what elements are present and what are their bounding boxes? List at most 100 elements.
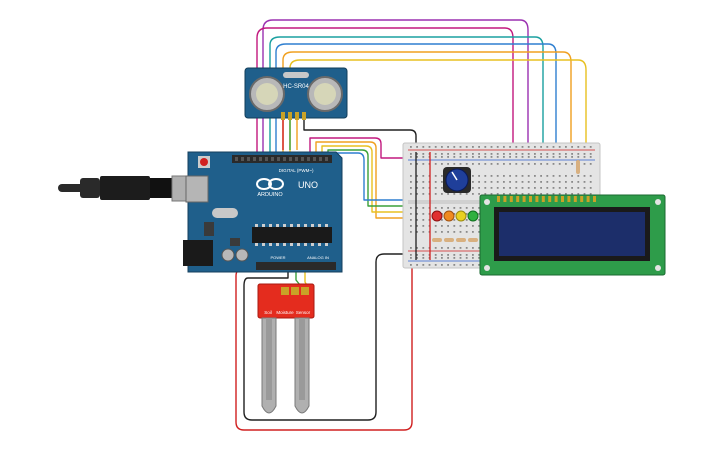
breadboard-hole <box>527 153 530 155</box>
breadboard-hole <box>434 156 437 158</box>
breadboard-hole <box>472 247 474 249</box>
breadboard-hole <box>478 207 480 209</box>
lcd-pin <box>497 196 500 202</box>
breadboard-hole <box>472 264 474 266</box>
power-header-label: POWER <box>270 255 285 260</box>
breadboard-hole <box>546 175 549 177</box>
breadboard-hole <box>459 146 462 148</box>
resistors <box>432 160 580 242</box>
lcd-pin <box>516 196 520 202</box>
breadboard-hole <box>465 193 468 195</box>
breadboard-hole <box>534 163 536 165</box>
soil-moisture-sensor: Soil Moisture Sensor <box>257 283 315 414</box>
breadboard-hole <box>521 163 524 165</box>
breadboard-hole <box>441 219 443 221</box>
breadboard-hole <box>484 187 487 189</box>
lcd-screen <box>499 212 645 256</box>
breadboard-hole <box>540 163 542 165</box>
breadboard-hole <box>441 254 443 256</box>
breadboard-hole <box>534 181 536 183</box>
breadboard-hole <box>422 153 425 155</box>
breadboard-hole <box>583 156 586 158</box>
breadboard-hole <box>558 193 561 195</box>
sensor-model-label: HC-SR04 <box>283 84 309 90</box>
breadboard-hole <box>441 225 443 227</box>
breadboard-hole <box>428 146 431 148</box>
breadboard-hole <box>496 181 499 183</box>
breadboard-hole <box>484 163 487 165</box>
breadboard-hole <box>459 254 462 256</box>
breadboard-hole <box>496 175 499 177</box>
soil-label-1: Soil <box>264 310 272 315</box>
breadboard-hole <box>478 264 480 266</box>
lcd-pin <box>580 196 584 202</box>
breadboard-hole <box>583 181 586 183</box>
breadboard-hole <box>410 207 412 209</box>
breadboard-hole <box>571 175 573 177</box>
breadboard-hole <box>540 181 542 183</box>
breadboard-hole <box>552 163 555 165</box>
breadboard-hole <box>472 257 474 259</box>
breadboard-hole <box>416 264 418 266</box>
breadboard-hole <box>490 153 493 155</box>
breadboard-hole <box>459 153 462 155</box>
breadboard-hole <box>453 219 456 221</box>
breadboard-hole <box>577 153 580 155</box>
breadboard-hole <box>509 163 511 165</box>
breadboard-hole <box>453 163 456 165</box>
breadboard-hole <box>509 193 511 195</box>
breadboard-hole <box>447 254 449 256</box>
breadboard-hole <box>565 193 567 195</box>
breadboard-hole <box>459 264 462 266</box>
breadboard-hole <box>447 231 449 233</box>
breadboard-hole <box>434 146 437 148</box>
breadboard-hole <box>552 153 555 155</box>
breadboard-hole <box>410 257 412 259</box>
breadboard-hole <box>441 231 443 233</box>
breadboard-hole <box>534 187 536 189</box>
breadboard-hole <box>459 207 462 209</box>
breadboard-hole <box>490 163 493 165</box>
breadboard-hole <box>478 156 480 158</box>
breadboard-hole <box>589 193 592 195</box>
breadboard-hole <box>565 153 567 155</box>
breadboard-hole <box>459 247 462 249</box>
breadboard-hole <box>565 181 567 183</box>
breadboard-hole <box>416 257 418 259</box>
breadboard-hole <box>490 181 493 183</box>
breadboard-hole <box>546 163 549 165</box>
breadboard-hole <box>453 247 456 249</box>
breadboard-hole <box>503 163 505 165</box>
breadboard-hole <box>577 181 580 183</box>
breadboard-hole <box>441 257 443 259</box>
breadboard-hole <box>441 207 443 209</box>
breadboard-hole <box>577 175 580 177</box>
breadboard-hole <box>441 163 443 165</box>
wire-sensor-gnd <box>303 118 417 162</box>
breadboard-hole <box>410 219 412 221</box>
breadboard-hole <box>589 153 592 155</box>
breadboard-hole <box>521 175 524 177</box>
wire-orange-top <box>282 51 572 190</box>
lcd-pin <box>529 196 532 202</box>
breadboard-hole <box>447 247 449 249</box>
breadboard-hole <box>441 153 443 155</box>
breadboard-hole <box>552 181 555 183</box>
breadboard-hole <box>534 156 536 158</box>
breadboard-hole <box>589 181 592 183</box>
breadboard-hole <box>571 146 573 148</box>
lcd-pin <box>541 196 545 202</box>
digital-header-pins <box>235 157 328 161</box>
breadboard-hole <box>478 219 480 221</box>
breadboard-hole <box>472 207 474 209</box>
breadboard-hole <box>577 146 580 148</box>
breadboard-hole <box>496 163 499 165</box>
breadboard-hole <box>589 146 592 148</box>
breadboard-hole <box>490 175 493 177</box>
breadboard-hole <box>472 187 474 189</box>
breadboard-hole <box>577 193 580 195</box>
breadboard-hole <box>496 146 499 148</box>
breadboard-hole <box>577 156 580 158</box>
wire-magenta <box>256 27 514 190</box>
breadboard-hole <box>478 231 480 233</box>
